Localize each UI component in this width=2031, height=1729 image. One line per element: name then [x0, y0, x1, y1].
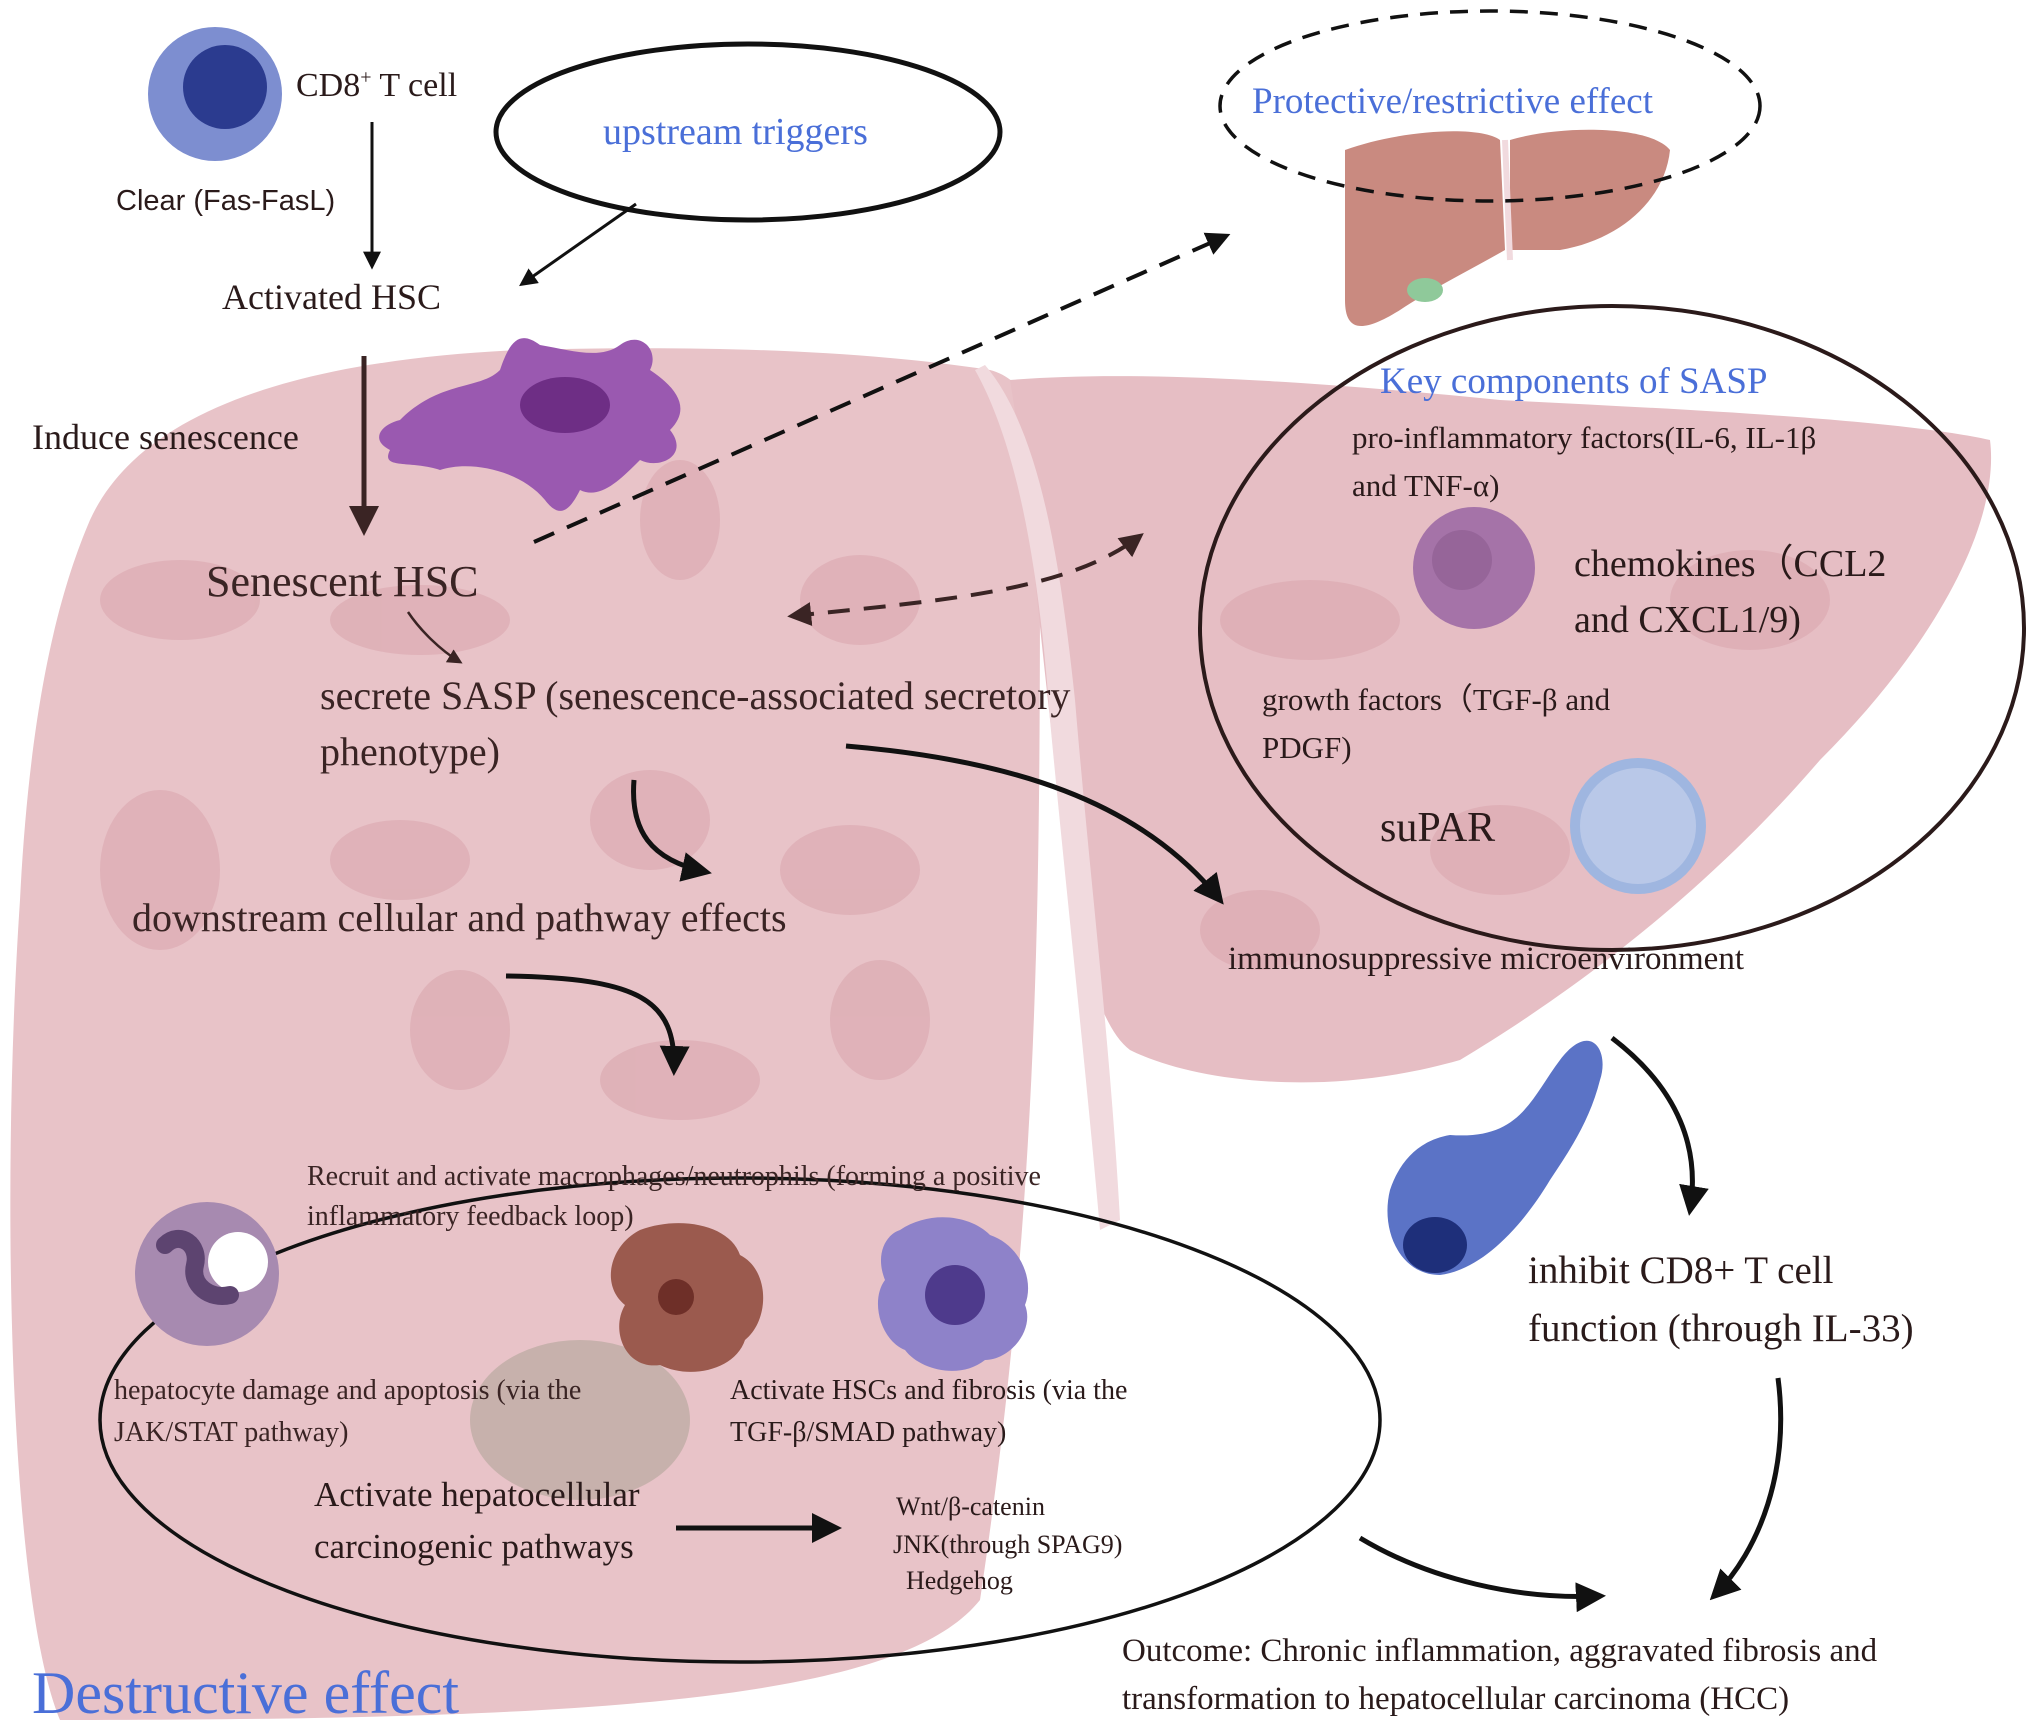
destructive-effect-label: Destructive effect [32, 1660, 460, 1726]
clear-fas-fasl-label: Clear (Fas-FasL) [116, 185, 336, 217]
upstream-triggers-ellipse [493, 41, 1003, 223]
liver-left-lobe [10, 348, 1043, 1721]
activated-hsc-label: Activated HSC [222, 277, 441, 317]
protective-dashed-ellipse [1218, 9, 1762, 203]
recruit-label-line1: Recruit and activate macrophages/neutrop… [307, 1161, 1041, 1192]
immunosuppressive-label: immunosuppressive microenvironment [1228, 941, 1744, 977]
small-liver-illustration [1345, 129, 1670, 327]
recruit-label-line2: inflammatory feedback loop) [307, 1201, 634, 1232]
arrow-senescent-to-secrete [406, 611, 463, 664]
arrow-downstream-to-effects [505, 973, 690, 1076]
gallbladder [470, 1340, 690, 1500]
cd8-t-cell-illustration [148, 27, 282, 161]
pathway-hedgehog: Hedgehog [906, 1566, 1013, 1595]
carcinogenic-label-line2: carcinogenic pathways [314, 1527, 634, 1566]
inhibited-t-cell-illustration [1387, 1040, 1603, 1275]
pathway-wnt: Wnt/β-catenin [896, 1492, 1045, 1521]
activate-hsc-label-line1: Activate HSCs and fibrosis (via the [730, 1375, 1128, 1406]
chemokines-label-line2: and CXCL1/9) [1574, 599, 1801, 641]
secrete-sasp-label-line1: secrete SASP (senescence-associated secr… [320, 673, 1071, 718]
arrow-immuno-to-inhibit [1610, 1036, 1709, 1216]
pro-inflammatory-label-line2: and TNF-α) [1352, 468, 1500, 503]
protective-effect-label: Protective/restrictive effect [1252, 81, 1653, 122]
hepatocyte-damage-label-line2: JAK/STAT pathway) [114, 1417, 349, 1448]
falciform-ligament [975, 365, 1120, 1230]
downstream-effects-label: downstream cellular and pathway effects [132, 895, 787, 940]
upstream-triggers-label: upstream triggers [603, 111, 868, 153]
sasp-title: Key components of SASP [1380, 361, 1768, 402]
sasp-components-ellipse [1198, 304, 2026, 952]
outcome-label-line1: Outcome: Chronic inflammation, aggravate… [1122, 1633, 1878, 1669]
small-liver-right [1510, 129, 1670, 250]
supar-cell-illustration [1570, 758, 1706, 894]
hsc-cell-illustration [379, 338, 681, 511]
neutrophil-illustration [135, 1202, 279, 1346]
cd8-t-cell-label: CD8+ T cell [296, 66, 458, 104]
destructive-effects-ellipse [98, 1176, 1382, 1664]
arrow-secrete-to-immuno [845, 743, 1224, 905]
outcome-label-line2: transformation to hepatocellular carcino… [1122, 1681, 1790, 1717]
arrow-sasp-bidirectional [787, 533, 1144, 627]
supar-label: suPAR [1380, 805, 1496, 851]
arrow-inhibit-to-outcome [1709, 1377, 1784, 1601]
chemokine-cell-illustration [1413, 507, 1535, 629]
arrow-effects-to-outcome [1358, 1535, 1606, 1613]
carcinogenic-label-line1: Activate hepatocellular [314, 1475, 640, 1514]
chemokines-label-line1: chemokines（CCL2 [1574, 543, 1887, 585]
growth-factors-label-line1: growth factors（TGF-β and [1262, 682, 1611, 717]
small-liver-left [1345, 131, 1505, 327]
activate-hsc-label-line2: TGF-β/SMAD pathway) [730, 1417, 1007, 1448]
inhibit-cd8-label-line2: function (through IL-33) [1528, 1307, 1914, 1350]
small-gallbladder [1407, 278, 1443, 302]
induce-senescence-label: Induce senescence [32, 417, 299, 457]
secrete-sasp-label-line2: phenotype) [320, 729, 500, 774]
hepatocyte-illustration [610, 1223, 764, 1372]
pathway-jnk: JNK(through SPAG9) [893, 1530, 1123, 1559]
senescent-hsc-label: Senescent HSC [206, 557, 479, 606]
large-liver-illustration [10, 348, 1992, 1721]
arrow-secrete-to-protective [533, 232, 1231, 544]
arrows [349, 122, 1784, 1613]
macrophage-illustration [877, 1217, 1029, 1371]
arrow-secrete-to-downstream [631, 779, 712, 882]
arrow-upstream-to-hsc [519, 202, 637, 287]
pro-inflammatory-label-line1: pro-inflammatory factors(IL-6, IL-1β [1352, 420, 1817, 455]
inhibit-cd8-label-line1: inhibit CD8+ T cell [1528, 1249, 1834, 1292]
growth-factors-label-line2: PDGF) [1262, 730, 1352, 765]
hepatocyte-damage-label-line1: hepatocyte damage and apoptosis (via the [114, 1375, 582, 1406]
